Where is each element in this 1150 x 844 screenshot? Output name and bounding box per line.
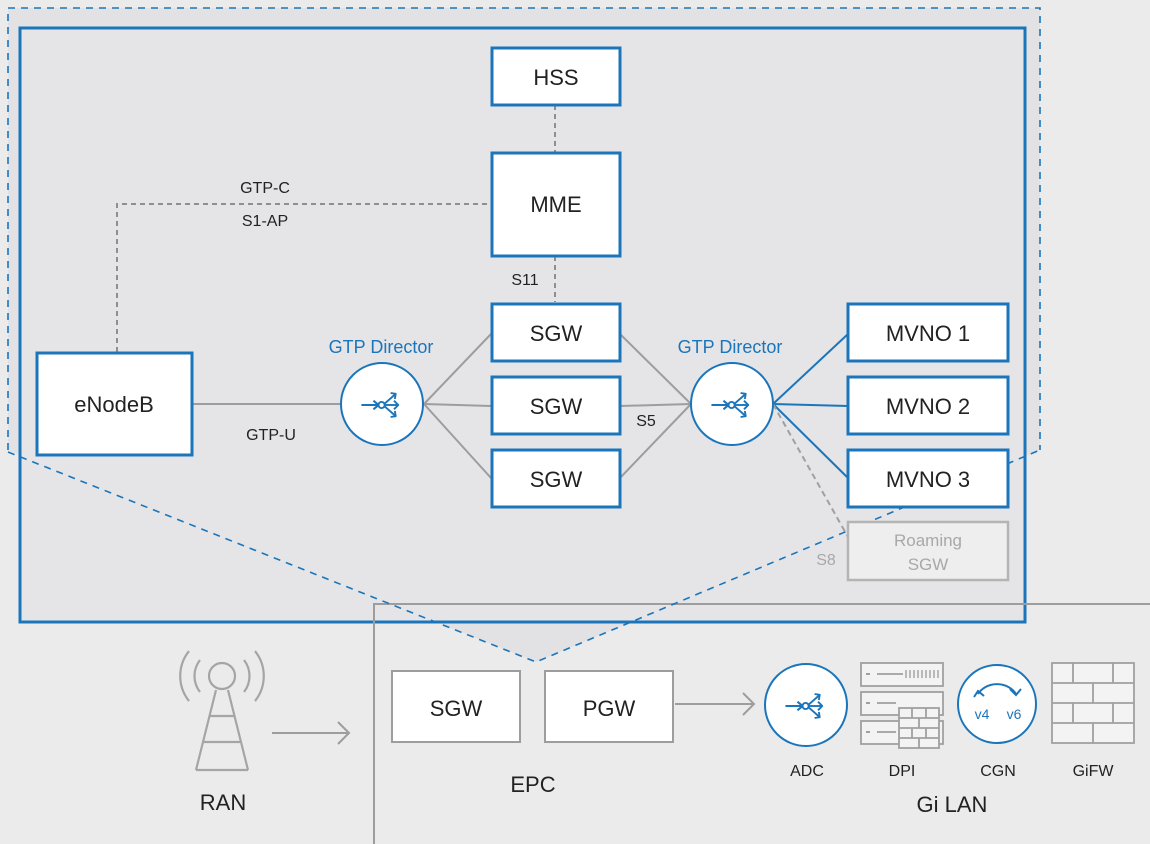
link-sgw1-dir: [619, 333, 692, 405]
mme-node: MME: [490, 151, 622, 258]
mvno-1-label: MVNO 1: [886, 321, 970, 346]
cgn-v6-label: v6: [1007, 706, 1022, 722]
zoom-callout-outline: [7, 7, 1041, 663]
roaming-sgw-node: Roaming SGW: [846, 520, 1010, 582]
link-sgw2-dir: [619, 403, 692, 407]
enodeb-label: eNodeB: [74, 392, 154, 417]
dpi-label: DPI: [889, 763, 916, 780]
hss-node: HSS: [490, 46, 622, 107]
epc-sgw-node: [391, 670, 521, 743]
link-dir-sgw3: [423, 403, 492, 479]
gtp-director-left-label: GTP Director: [329, 337, 434, 357]
link-dir-sgw1: [423, 333, 492, 405]
gilan-section: ADC DPI: [764, 662, 1135, 817]
mvno-2-label: MVNO 2: [886, 394, 970, 419]
sgw-3-label: SGW: [530, 467, 583, 492]
s1-ap-label: S1-AP: [242, 213, 288, 230]
enodeb-node: eNodeB: [35, 351, 194, 457]
link-dir-mvno1: [772, 333, 849, 405]
radio-tower-icon: [179, 650, 265, 772]
epc-label: EPC: [510, 772, 555, 797]
cgn-label: CGN: [980, 763, 1016, 780]
dpi-server-icon: [860, 662, 944, 749]
gtp-director-right-label: GTP Director: [678, 337, 783, 357]
s5-label: S5: [636, 413, 656, 430]
ran-label: RAN: [200, 790, 246, 815]
connections: [116, 105, 849, 745]
gifw-label: GiFW: [1073, 763, 1115, 780]
mvno-3-label: MVNO 3: [886, 467, 970, 492]
epc-zone: [373, 603, 1150, 844]
s8-label: S8: [816, 552, 836, 569]
link-enodeb-mme: [116, 203, 491, 352]
link-dir-roaming: [772, 403, 849, 538]
s11-label: S11: [511, 272, 538, 289]
pgw-arrow: [675, 692, 756, 716]
sgw-node-1: SGW: [490, 302, 622, 363]
cgn-v4-label: v4: [975, 706, 990, 722]
epc-section: SGW PGW EPC: [391, 670, 674, 797]
sgw-2-label: SGW: [530, 394, 583, 419]
gtp-u-label: GTP-U: [246, 427, 296, 444]
link-sgw3-dir: [619, 403, 692, 479]
gilan-label: Gi LAN: [917, 792, 988, 817]
firewall-icon: [1051, 662, 1135, 744]
adc-circle: [764, 663, 848, 747]
epc-pgw-label: PGW: [583, 696, 636, 721]
link-labels: GTP-C S1-AP S11 GTP-U S5 S8: [240, 180, 836, 569]
ran-section: RAN: [179, 650, 265, 815]
cgn-icon: v4 v6: [957, 664, 1037, 744]
roaming-label-line2: SGW: [908, 555, 949, 574]
link-dir-mvno3: [772, 403, 849, 479]
adc-label: ADC: [790, 763, 824, 780]
core-nodes: HSS MME SGW SGW SGW eNodeB MVNO 1 MVNO: [35, 46, 1010, 582]
gtp-director-right: GTP Director: [678, 337, 783, 446]
link-dir-mvno2: [772, 403, 849, 407]
mvno-node-2: MVNO 2: [846, 375, 1010, 436]
epc-pgw-node: [544, 670, 674, 743]
sgw-node-2: SGW: [490, 375, 622, 436]
sgw-node-3: SGW: [490, 448, 622, 509]
epc-sgw-label: SGW: [430, 696, 483, 721]
gtp-director-left: GTP Director: [329, 337, 434, 446]
mvno-node-1: MVNO 1: [846, 302, 1010, 363]
roaming-label-line1: Roaming: [894, 531, 962, 550]
sgw-1-label: SGW: [530, 321, 583, 346]
gtp-c-label: GTP-C: [240, 180, 290, 197]
hss-label: HSS: [533, 65, 578, 90]
link-dir-sgw2: [423, 403, 492, 407]
mme-label: MME: [530, 192, 581, 217]
mvno-node-3: MVNO 3: [846, 448, 1010, 509]
ran-arrow: [272, 721, 351, 745]
